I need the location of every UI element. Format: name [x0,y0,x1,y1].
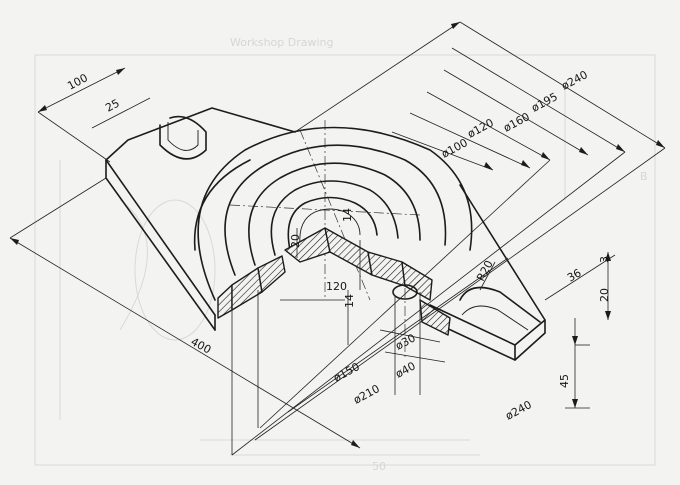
dim-length-100: 100 [65,71,90,92]
dim-size-36: 36 [565,266,584,284]
dim-dia-210: ø210 [351,382,382,406]
ghost-title: Workshop Drawing [230,36,334,49]
dim-dia-240-top: ø240 [559,68,590,92]
arrowheads [10,22,665,448]
dim-depth-120: 120 [326,280,347,293]
dimension-lines [9,21,666,456]
show-through-ghost: Workshop Drawing 50 B [34,36,656,473]
dim-dia-30: ø30 [393,331,417,352]
dim-height-20: 20 [289,234,302,248]
dim-dia-100: ø100 [439,136,470,160]
dim-height-45: 45 [558,374,571,388]
dim-dia-120-top: ø120 [465,116,496,140]
ghost-mark-b: B [640,170,648,183]
dim-thick-3: 3 [598,256,611,263]
center-lines [229,120,421,360]
dim-dia-240-bottom: ø240 [503,398,534,422]
dim-depth-14-bottom: 14 [343,294,356,308]
dim-width-25: 25 [103,97,121,115]
dim-overall-400: 400 [189,335,214,356]
ghost-mark: 50 [372,460,386,473]
dim-dia-160: ø160 [501,110,532,134]
dim-dia-40: ø40 [393,359,417,380]
flange-rings [193,126,473,301]
dim-dia-195: ø195 [529,90,560,114]
dim-depth-14-top: 14 [341,208,354,222]
dim-dia-150: ø150 [331,360,362,384]
dim-height-20-right: 20 [598,288,611,302]
